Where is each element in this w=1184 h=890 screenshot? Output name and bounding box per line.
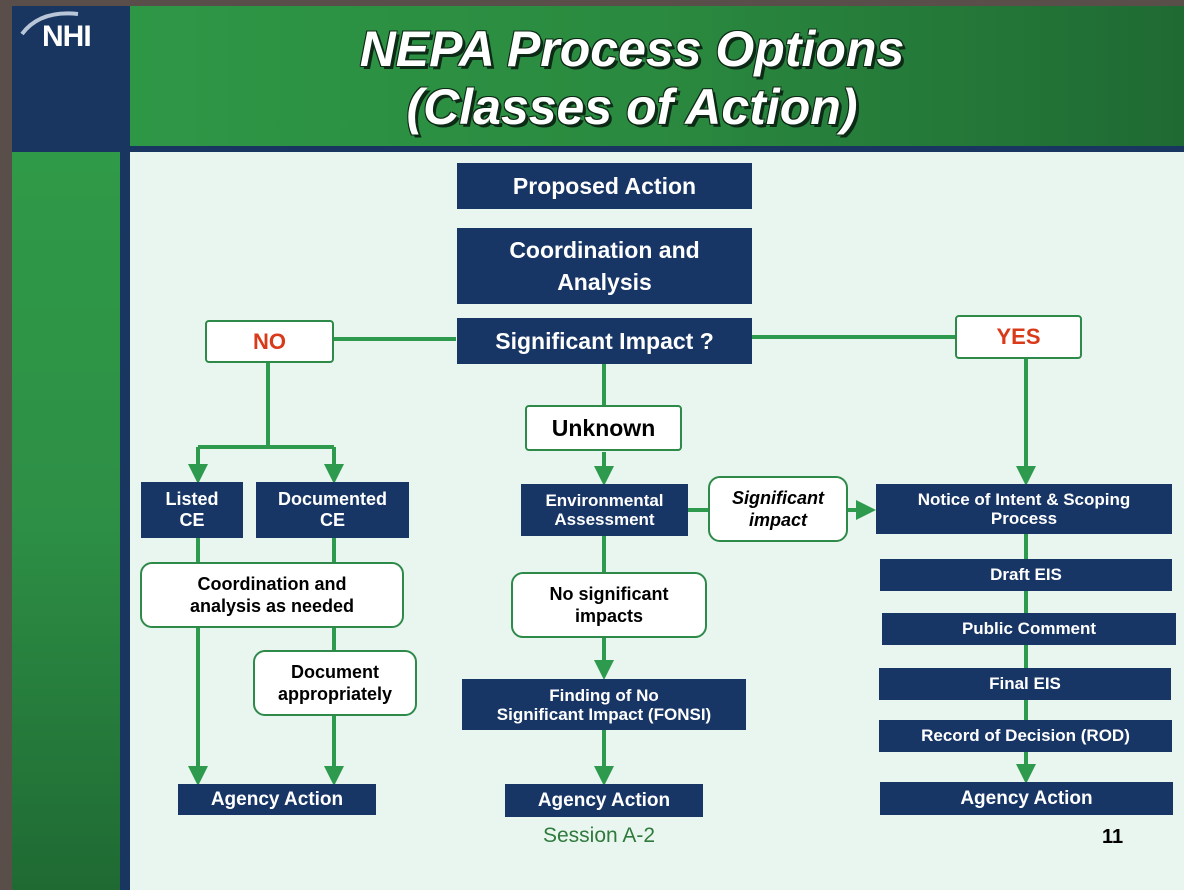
coordination-analysis-label: Coordination and Analysis [509, 237, 700, 295]
left-band [12, 152, 120, 890]
no-label: NO [253, 328, 286, 354]
agency-action-center-box: Agency Action [505, 784, 703, 817]
title-line-1: NEPA Process Options [359, 21, 905, 77]
significant-impact-note-label: Significant impact [731, 488, 824, 530]
draft-eis-box: Draft EIS [880, 559, 1172, 591]
session-label: Session A-2 [543, 824, 656, 847]
fonsi-label: Finding of No Significant Impact (FONSI) [496, 685, 712, 724]
public-comment-box: Public Comment [882, 613, 1176, 645]
no-significant-impacts-box: No significant impacts [511, 572, 707, 638]
unknown-label: Unknown [551, 414, 656, 441]
draft-eis-label: Draft EIS [990, 565, 1062, 584]
notice-of-intent-label: Notice of Intent & Scoping Process [917, 490, 1131, 528]
agency-action-center-label: Agency Action [537, 789, 671, 811]
record-of-decision-label: Record of Decision (ROD) [921, 726, 1130, 745]
yes-box: YES [955, 315, 1082, 359]
proposed-action-box: Proposed Action [457, 163, 752, 209]
no-box: NO [205, 320, 334, 363]
final-eis-label: Final EIS [989, 674, 1061, 693]
notice-of-intent-box: Notice of Intent & Scoping Process [876, 484, 1172, 534]
logo-text: NHI [42, 20, 92, 53]
agency-action-right-label: Agency Action [960, 787, 1093, 809]
significant-impact-box: Significant Impact ? [457, 318, 752, 364]
environmental-assessment-label: Environmental Assessment [545, 491, 664, 529]
significant-impact-note-box: Significant impact [708, 476, 848, 542]
agency-action-left-box: Agency Action [178, 784, 376, 815]
slide: NHI NEPA Process Options (Classes of Act… [12, 6, 1184, 890]
fonsi-box: Finding of No Significant Impact (FONSI) [462, 679, 746, 730]
agency-action-left-label: Agency Action [210, 788, 344, 810]
logo-swoosh-icon [20, 11, 79, 36]
record-of-decision-box: Record of Decision (ROD) [879, 720, 1172, 752]
document-appropriately-label: Document appropriately [277, 662, 393, 704]
left-rule [120, 152, 130, 890]
coordination-as-needed-box: Coordination and analysis as needed [140, 562, 404, 628]
no-significant-impacts-label: No significant impacts [549, 584, 669, 626]
public-comment-label: Public Comment [961, 619, 1097, 638]
environmental-assessment-box: Environmental Assessment [521, 484, 688, 536]
document-appropriately-box: Document appropriately [253, 650, 417, 716]
documented-ce-label: Documented CE [277, 489, 387, 530]
documented-ce-box: Documented CE [256, 482, 409, 538]
listed-ce-label: Listed CE [165, 489, 219, 530]
header-rule [12, 146, 1184, 152]
nhi-logo: NHI [12, 6, 130, 146]
significant-impact-label: Significant Impact ? [495, 327, 714, 354]
agency-action-right-box: Agency Action [880, 782, 1173, 815]
title-line-2: (Classes of Action) [406, 79, 858, 135]
final-eis-box: Final EIS [879, 668, 1171, 700]
slide-title: NEPA Process Options (Classes of Action) [242, 20, 1022, 136]
proposed-action-label: Proposed Action [512, 172, 697, 199]
yes-label: YES [996, 324, 1041, 349]
listed-ce-box: Listed CE [141, 482, 243, 538]
unknown-box: Unknown [525, 405, 682, 451]
header-band [12, 6, 1184, 146]
coordination-analysis-box: Coordination and Analysis [457, 228, 752, 304]
page-number: 11 [1102, 826, 1124, 848]
coordination-as-needed-label: Coordination and analysis as needed [189, 574, 355, 616]
